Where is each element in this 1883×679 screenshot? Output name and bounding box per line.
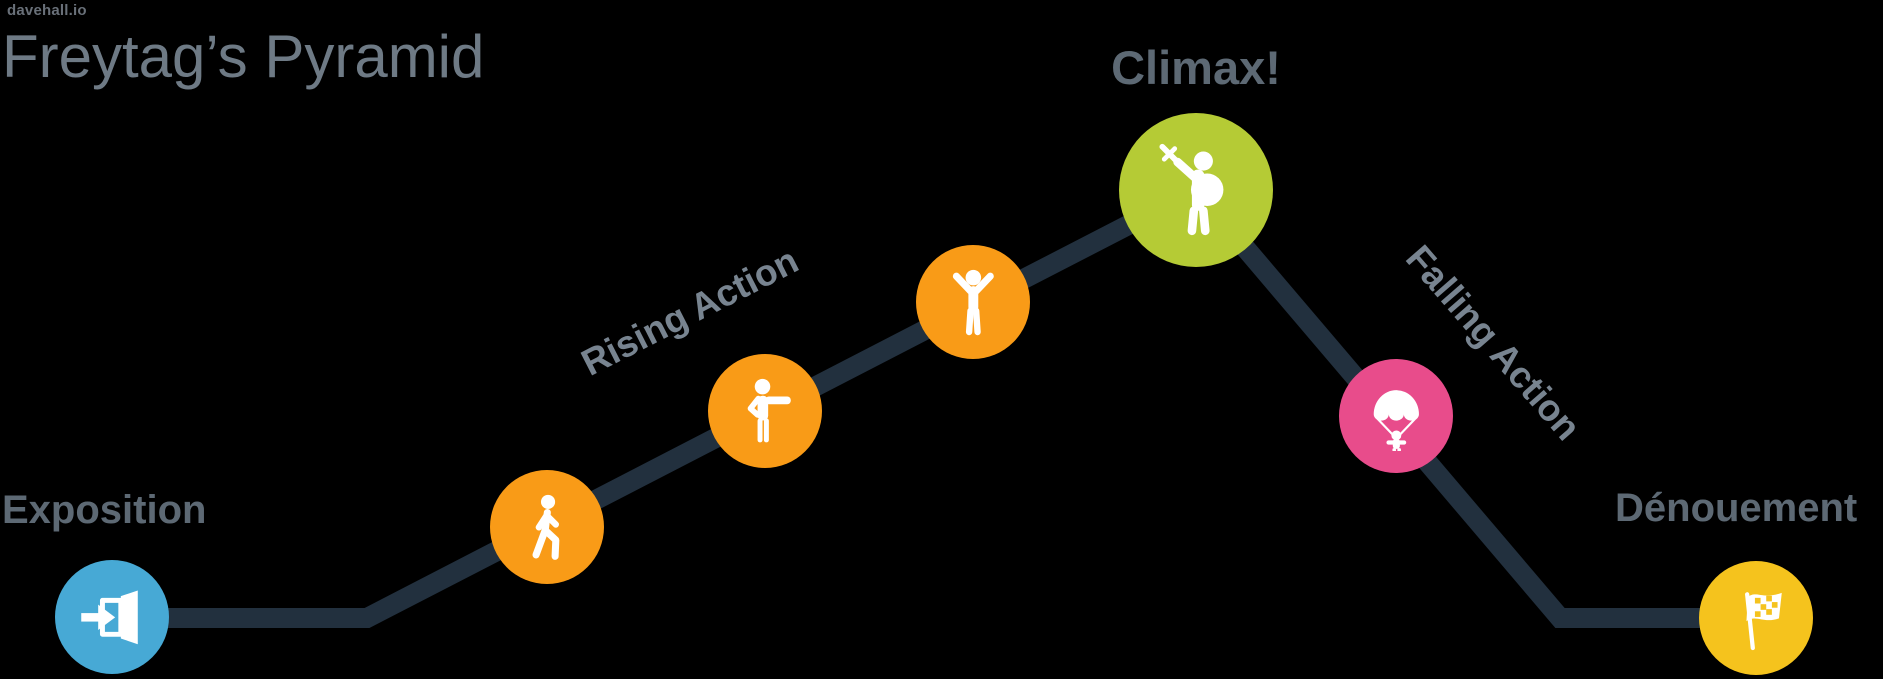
- climax-label: Climax!: [1111, 41, 1281, 94]
- node-rising-1: [490, 470, 604, 584]
- node-denouement: [1699, 561, 1813, 675]
- page-title: Freytag’s Pyramid: [2, 23, 485, 90]
- node-exposition: [55, 560, 169, 674]
- node-climax: [1119, 113, 1273, 267]
- node-rising-2: [708, 354, 822, 468]
- denouement-label: Dénouement: [1615, 486, 1858, 530]
- brand-text: davehall.io: [7, 2, 87, 19]
- hero-sword-shield-icon: [1159, 144, 1224, 236]
- checkered-flag-icon: [1744, 591, 1782, 650]
- node-falling: [1339, 359, 1453, 473]
- door-enter-icon: [80, 590, 138, 644]
- person-walking-icon: [532, 494, 560, 560]
- parachute-person-icon: [1373, 389, 1419, 452]
- person-pointing-icon: [747, 378, 791, 443]
- exposition-label: Exposition: [2, 488, 207, 532]
- person-arms-up-icon: [952, 269, 994, 335]
- node-rising-3: [916, 245, 1030, 359]
